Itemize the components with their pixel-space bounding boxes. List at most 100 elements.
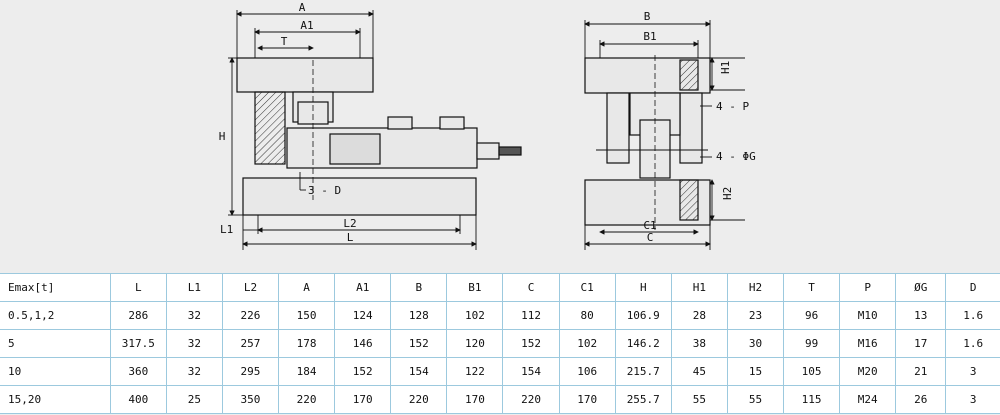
table-cell: 178 (278, 329, 336, 358)
table-cell: 55 (727, 385, 785, 414)
table-cell: 15 (727, 357, 785, 386)
table-cell: 112 (502, 301, 560, 330)
table-cell: 106 (559, 357, 616, 386)
table-cell: 120 (446, 329, 504, 358)
table-cell: 150 (278, 301, 336, 330)
end-view-dim-text: B B1 H1 4 - P 4 - ΦG H2 C1 C (643, 10, 755, 244)
table-cell: M24 (839, 385, 897, 414)
column-header: B (390, 273, 448, 302)
dim-L1: L1 (220, 223, 233, 236)
table-cell: M16 (839, 329, 897, 358)
column-header: L (110, 273, 167, 302)
table-cell: 170 (446, 385, 504, 414)
table-cell: 38 (671, 329, 728, 358)
dim-4G: 4 - ΦG (716, 150, 756, 163)
table-cell: 1.6 (945, 329, 1000, 358)
table-cell: 30 (727, 329, 785, 358)
table-cell: 13 (895, 301, 947, 330)
side-view-dim-text: A A1 T H 3 - D L1 L2 L (219, 1, 357, 244)
table-cell: 99 (783, 329, 841, 358)
cable-gland (476, 142, 500, 160)
table-cell: 0.5,1,2 (0, 301, 111, 330)
column-header: C (502, 273, 560, 302)
table-cell: 10 (0, 357, 111, 386)
table-cell: 124 (334, 301, 392, 330)
table-cell: 257 (222, 329, 280, 358)
table-cell: 32 (166, 329, 223, 358)
technical-drawing: A A1 T H 3 - D L1 L2 L (219, 1, 756, 250)
table-cell: 226 (222, 301, 280, 330)
table-cell: 220 (390, 385, 448, 414)
table-cell: 32 (166, 301, 223, 330)
table-cell: 17 (895, 329, 947, 358)
column-header: L1 (166, 273, 223, 302)
table-cell: 146 (334, 329, 392, 358)
dim-C1: C1 (643, 219, 656, 232)
table-cell: 21 (895, 357, 947, 386)
table-cell: 26 (895, 385, 947, 414)
table-cell: 25 (166, 385, 223, 414)
table-cell: 1.6 (945, 301, 1000, 330)
table-cell: 184 (278, 357, 336, 386)
dim-3D: 3 - D (308, 184, 341, 197)
column-header: B1 (446, 273, 504, 302)
column-header: Emax[t] (0, 273, 111, 302)
table-cell: 3 (945, 385, 1000, 414)
column-header: A (278, 273, 336, 302)
table-cell: 106.9 (615, 301, 672, 330)
table-cell: 170 (334, 385, 392, 414)
column-header: L2 (222, 273, 280, 302)
end-view-dimensions (584, 20, 745, 250)
table-cell: 220 (278, 385, 336, 414)
table-cell: 152 (502, 329, 560, 358)
table-cell: 102 (446, 301, 504, 330)
column-header: H2 (727, 273, 785, 302)
table-cell: 255.7 (615, 385, 672, 414)
table-cell: 400 (110, 385, 167, 414)
column-header: ØG (895, 273, 947, 302)
dim-4P: 4 - P (716, 100, 749, 113)
dim-C: C (647, 231, 654, 244)
column-header: A1 (334, 273, 392, 302)
column-header: D (945, 273, 1000, 302)
dim-A: A (299, 1, 306, 14)
table-cell: 170 (559, 385, 616, 414)
table-cell: 122 (446, 357, 504, 386)
table-cell: 5 (0, 329, 111, 358)
left-bracket (254, 91, 286, 165)
table-cell: 23 (727, 301, 785, 330)
column-header: C1 (559, 273, 616, 302)
column-header: T (783, 273, 841, 302)
table-cell: 128 (390, 301, 448, 330)
dim-L2: L2 (343, 217, 356, 230)
table-cell: 32 (166, 357, 223, 386)
dim-A1: A1 (300, 19, 313, 32)
column-header: H (615, 273, 672, 302)
dim-H2: H2 (721, 187, 734, 200)
table-cell: 105 (783, 357, 841, 386)
table-cell: 96 (783, 301, 841, 330)
table-cell: 15,20 (0, 385, 111, 414)
table-cell: 215.7 (615, 357, 672, 386)
table-cell: 115 (783, 385, 841, 414)
table-cell: 220 (502, 385, 560, 414)
load-cell-body (286, 127, 478, 169)
table-cell: 286 (110, 301, 167, 330)
side-view-dimensions (228, 10, 477, 250)
dim-B1: B1 (643, 30, 656, 43)
base-plate (242, 177, 477, 216)
bolt-left (387, 116, 413, 130)
end-view (584, 55, 711, 230)
dim-H1: H1 (719, 61, 732, 74)
table-cell: 146.2 (615, 329, 672, 358)
table-cell: 3 (945, 357, 1000, 386)
table-cell: 350 (222, 385, 280, 414)
bolt-right (439, 116, 465, 130)
column-header: P (839, 273, 897, 302)
table-cell: 102 (559, 329, 616, 358)
